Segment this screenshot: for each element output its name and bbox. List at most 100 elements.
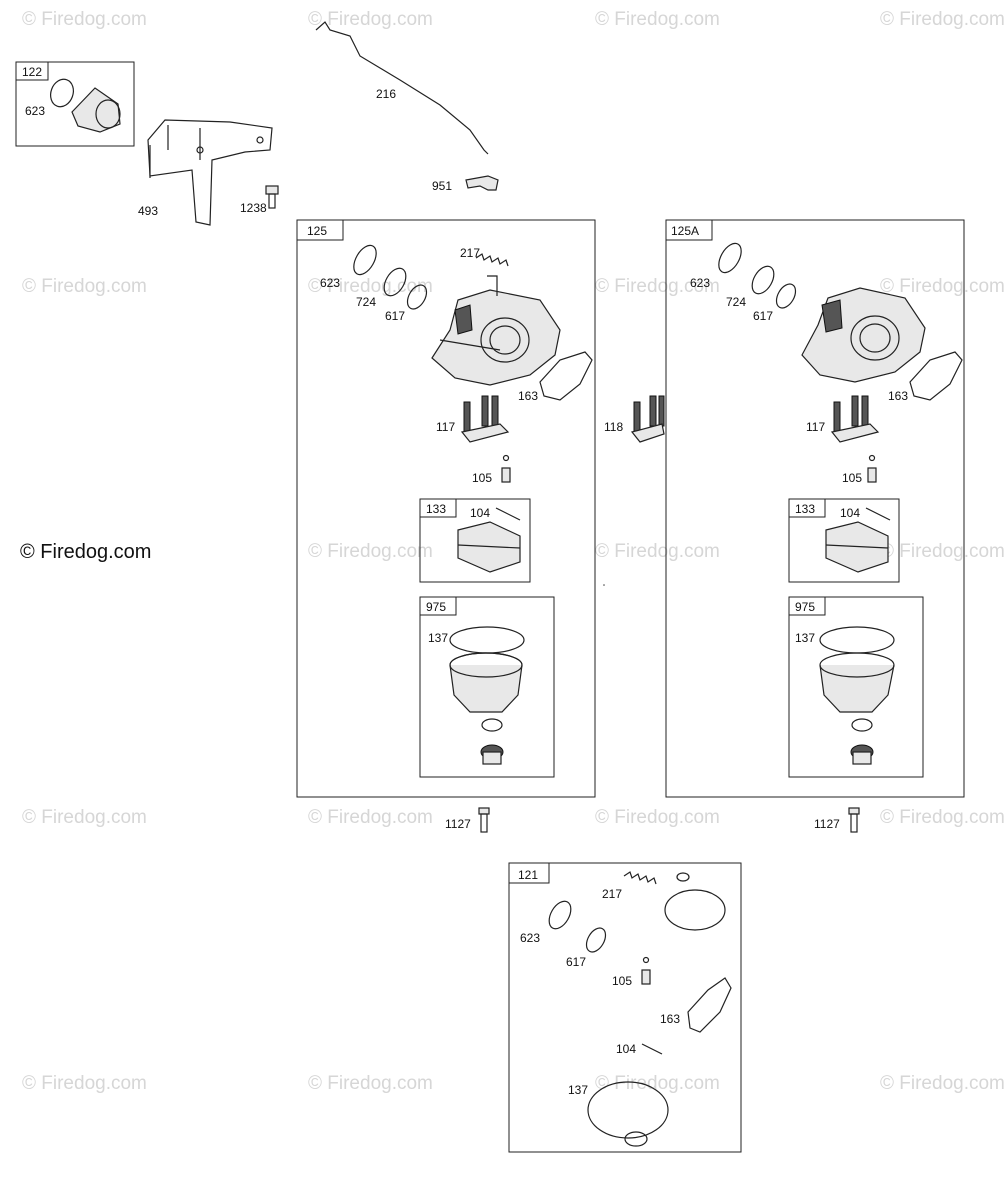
kit-label: 975 [795,600,815,614]
part-number-label: 217 [460,246,480,260]
pin-part [865,507,891,521]
watermark: © Firedog.com [308,276,433,297]
float-bowl-part [449,652,523,713]
watermark: © Firedog.com [880,807,1005,828]
part-number-label: 118 [604,420,623,434]
part-number-label: 617 [385,309,405,323]
part-number-label: 104 [840,506,860,520]
needle-part [502,454,510,462]
screw-part [848,807,860,833]
kit-box-121: 121 217 623 617 105 163 104 137 [508,862,742,1153]
watermark: © Firedog.com [22,807,147,828]
part-number-label: 105 [612,974,632,988]
carburetor-body-part [801,287,926,383]
watermark: © Firedog.com [880,1073,1005,1094]
part-number-label: 623 [690,276,710,290]
kit-box-133: 133 104 [788,498,900,583]
watermark: © Firedog.com [22,1073,147,1094]
float-part [825,521,889,573]
o-ring-part [718,242,742,274]
washer-part [676,872,690,882]
spring-part [623,871,657,885]
part-number-label: 1127 [445,817,471,831]
float-part [460,395,510,443]
float-part [457,521,521,573]
bolt-part [265,185,279,209]
kit-label: 125 [307,224,327,238]
part-number-label: 137 [795,631,815,645]
part-number-label: 105 [472,471,492,485]
washer-part [481,718,503,732]
governor-link-part [315,21,489,155]
watermark: © Firedog.com [595,807,720,828]
washer-part [624,1131,648,1147]
gasket-part [539,351,593,401]
watermark: © Firedog.com [880,276,1005,297]
gasket-part [909,351,963,401]
part-number-label: 724 [726,295,746,309]
float-part [830,395,880,443]
part-number-label: 623 [25,104,45,118]
gasket-part [775,283,797,309]
part-number-label: 623 [320,276,340,290]
gasket-part [751,265,775,295]
watermark: © Firedog.com [308,807,433,828]
part-number-label: 623 [520,931,540,945]
stray-mark [603,584,605,586]
watermark: © Firedog.com [308,9,433,30]
part-number-label: 951 [432,179,452,193]
gasket-part [383,267,407,297]
part-number-label: 617 [566,955,586,969]
part-number-label: 217 [602,887,622,901]
bracket-part [147,119,273,226]
needle-part [501,467,511,483]
watermark: © Firedog.com [595,1073,720,1094]
needle-part [642,956,650,964]
watermark: © Firedog.com [22,9,147,30]
needle-part [867,467,877,483]
needle-part [868,454,876,462]
o-ring-part [50,78,74,108]
part-number-label: 163 [518,389,538,403]
gasket-part [406,284,428,310]
needle-part [641,969,651,985]
fuel-inlet-fitting-part [71,87,121,133]
watermark: © Firedog.com [880,541,1005,562]
pin-part [495,507,521,521]
kit-label: 122 [22,65,42,79]
part-number-label: 493 [138,204,158,218]
spring-part [475,253,509,267]
watermark: © Firedog.com [595,9,720,30]
screw-part [478,807,490,833]
part-number-label: 105 [842,471,862,485]
kit-box-133: 133 104 [419,498,531,583]
watermark-prominent: © Firedog.com [20,541,151,563]
gasket-part [585,927,607,953]
part-number-label: 163 [660,1012,680,1026]
kit-label: 121 [518,868,538,882]
gasket-part [819,626,895,654]
kit-label: 125A [671,224,699,238]
watermark: © Firedog.com [22,276,147,297]
part-number-label: 216 [376,87,396,101]
part-number-label: 104 [470,506,490,520]
gasket-part [687,977,732,1033]
part-number-label: 1238 [240,201,267,215]
part-number-label: 724 [356,295,376,309]
watermark: © Firedog.com [880,9,1005,30]
kit-box-125: 125 217 623 724 617 163 117 [296,219,596,798]
kit-label: 133 [426,502,446,516]
part-number-label: 117 [806,420,825,434]
part-number-label: 1127 [814,817,840,831]
watermark: © Firedog.com [595,541,720,562]
washer-part [851,718,873,732]
pin-part [641,1043,663,1055]
part-number-label: 163 [888,389,908,403]
part-number-label: 137 [428,631,448,645]
carburetor-body-part [431,275,561,386]
bowl-nut-part [850,744,874,765]
part-number-label: 617 [753,309,773,323]
kit-label: 975 [426,600,446,614]
kit-box-125a: 125A 623 724 617 163 117 105 133 [665,219,965,798]
watermark: © Firedog.com [595,276,720,297]
